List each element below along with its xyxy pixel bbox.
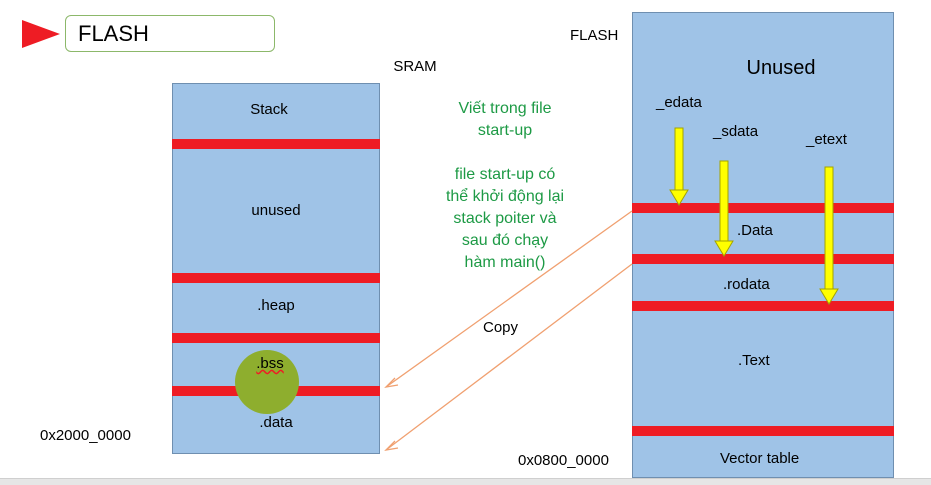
flash-unused-label: Unused: [746, 57, 816, 79]
note-line: stack poiter và: [453, 210, 557, 227]
edata-arrow-icon: [669, 127, 689, 206]
flash-separator: [632, 203, 894, 213]
flash-title: FLASH: [570, 27, 619, 44]
sram-unused-label: unused: [251, 202, 301, 219]
sram-separator: [172, 333, 380, 343]
flash-text-label: .Text: [738, 352, 770, 369]
flash-separator: [632, 254, 894, 264]
sdata-arrow-icon: [714, 160, 734, 257]
note-line: hàm main(): [464, 254, 546, 271]
flash-separator: [632, 426, 894, 436]
startup-note: Viết trong file start-up file start-up c…: [415, 98, 595, 274]
note-line: thể khởi động lại: [445, 188, 565, 205]
etext-arrow-icon: [819, 166, 839, 305]
flash-vector-table-label: Vector table: [720, 450, 800, 467]
copy-arrow-icon: [384, 210, 633, 451]
copy-label: Copy: [483, 319, 519, 336]
bottom-bar: [0, 478, 931, 485]
section-title-text: FLASH: [78, 20, 149, 46]
flash-symbol-edata: _edata: [656, 94, 702, 111]
sram-stack-label: Stack: [250, 101, 288, 118]
sram-data-label: .data: [259, 414, 293, 431]
sram-heap-label: .heap: [257, 297, 295, 314]
flash-symbol-etext: _etext: [806, 131, 847, 148]
sram-base-address: 0x2000_0000: [40, 427, 131, 444]
note-line: sau đó chạy: [461, 232, 549, 249]
section-title: FLASH: [65, 15, 275, 52]
flash-rodata-label: .rodata: [723, 276, 770, 293]
sram-separator: [172, 139, 380, 149]
sram-separator: [172, 273, 380, 283]
note-line: Viết trong file: [458, 100, 552, 117]
flash-block: [632, 12, 894, 478]
flash-separator: [632, 301, 894, 311]
sram-title: SRAM: [393, 58, 437, 75]
red-triangle-icon: [22, 20, 60, 48]
flash-base-address: 0x0800_0000: [518, 452, 609, 469]
flash-data-label: .Data: [737, 222, 773, 239]
highlight-circle: [235, 350, 299, 414]
note-line: start-up: [477, 122, 533, 139]
flash-symbol-sdata: _sdata: [713, 123, 759, 140]
sram-bss-label: .bss: [256, 355, 284, 372]
note-line: file start-up có: [454, 166, 556, 183]
